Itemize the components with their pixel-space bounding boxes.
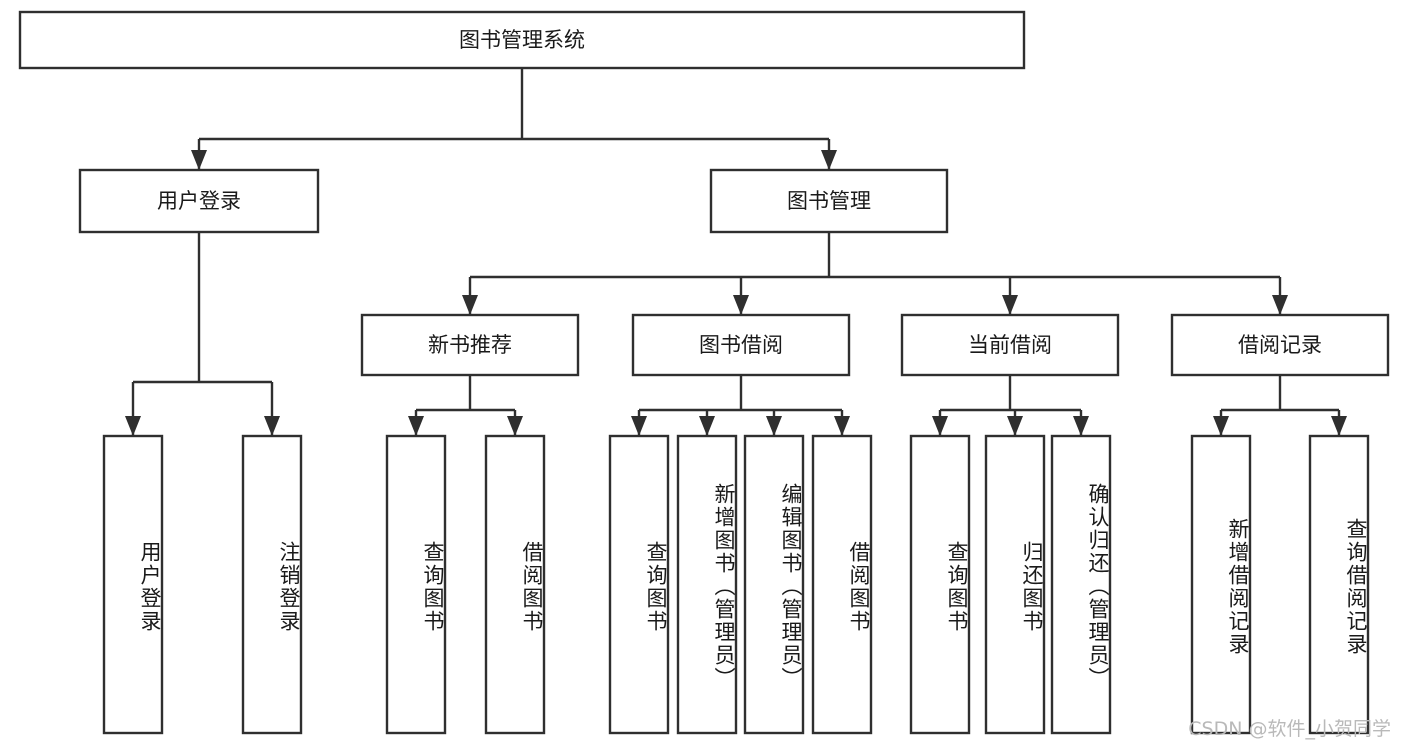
- node-label-new-book-rec: 新书推荐: [428, 333, 512, 357]
- node-box-leaf-borrow-book-1[interactable]: [484, 434, 546, 735]
- node-box-root[interactable]: [18, 10, 1026, 70]
- node-box-leaf-add-record[interactable]: [1190, 434, 1252, 735]
- arrow-head-icon-leaf-query-record: [1331, 416, 1347, 436]
- node-box-new-book-rec[interactable]: [360, 313, 580, 377]
- node-box-leaf-add-book[interactable]: [676, 434, 738, 735]
- node-box-book-manage[interactable]: [709, 168, 949, 234]
- node-box-user-login[interactable]: [78, 168, 320, 234]
- node-box-leaf-return-book[interactable]: [984, 434, 1046, 735]
- node-box-borrow-record[interactable]: [1170, 313, 1390, 377]
- node-box-leaf-confirm-return[interactable]: [1050, 434, 1112, 735]
- arrow-head-icon-leaf-edit-book: [766, 416, 782, 436]
- node-box-leaf-query-record[interactable]: [1308, 434, 1370, 735]
- arrow-head-icon-leaf-add-book: [699, 416, 715, 436]
- arrow-head-icon-leaf-query-book-1: [408, 416, 424, 436]
- node-box-leaf-user-logout[interactable]: [241, 434, 303, 735]
- arrow-head-icon-leaf-query-book-3: [932, 416, 948, 436]
- arrow-head-icon-leaf-confirm-return: [1073, 416, 1089, 436]
- node-box-leaf-user-login[interactable]: [102, 434, 164, 735]
- node-box-leaf-query-book-3[interactable]: [909, 434, 971, 735]
- arrow-head-icon-book-manage: [821, 150, 837, 170]
- csdn-watermark: CSDN @软件_小贺同学: [1188, 718, 1391, 740]
- node-box-layer: [18, 10, 1390, 735]
- arrow-head-icon-leaf-borrow-book-2: [834, 416, 850, 436]
- arrow-head-icon-leaf-user-logout: [264, 416, 280, 436]
- arrow-head-icon-leaf-return-book: [1007, 416, 1023, 436]
- arrow-head-icon-leaf-user-login: [125, 416, 141, 436]
- arrow-head-icon-book-borrow: [733, 295, 749, 315]
- connector-layer: [125, 68, 1347, 436]
- node-label-root: 图书管理系统: [459, 28, 585, 52]
- arrow-head-icon-borrow-record: [1272, 295, 1288, 315]
- arrow-head-icon-current-borrow: [1002, 295, 1018, 315]
- node-box-leaf-query-book-2[interactable]: [608, 434, 670, 735]
- arrow-head-icon-leaf-add-record: [1213, 416, 1229, 436]
- node-box-leaf-borrow-book-2[interactable]: [811, 434, 873, 735]
- arrow-head-icon-new-book-rec: [462, 295, 478, 315]
- node-box-leaf-edit-book[interactable]: [743, 434, 805, 735]
- node-box-book-borrow[interactable]: [631, 313, 851, 377]
- node-box-current-borrow[interactable]: [900, 313, 1120, 377]
- node-box-leaf-query-book-1[interactable]: [385, 434, 447, 735]
- node-label-current-borrow: 当前借阅: [968, 333, 1052, 357]
- arrow-head-icon-leaf-query-book-2: [631, 416, 647, 436]
- arrow-head-icon-user-login: [191, 150, 207, 170]
- arrow-head-icon-leaf-borrow-book-1: [507, 416, 523, 436]
- node-label-user-login: 用户登录: [157, 189, 241, 213]
- node-label-borrow-record: 借阅记录: [1238, 333, 1322, 357]
- node-label-book-borrow: 图书借阅: [699, 333, 783, 357]
- node-label-book-manage: 图书管理: [787, 189, 871, 213]
